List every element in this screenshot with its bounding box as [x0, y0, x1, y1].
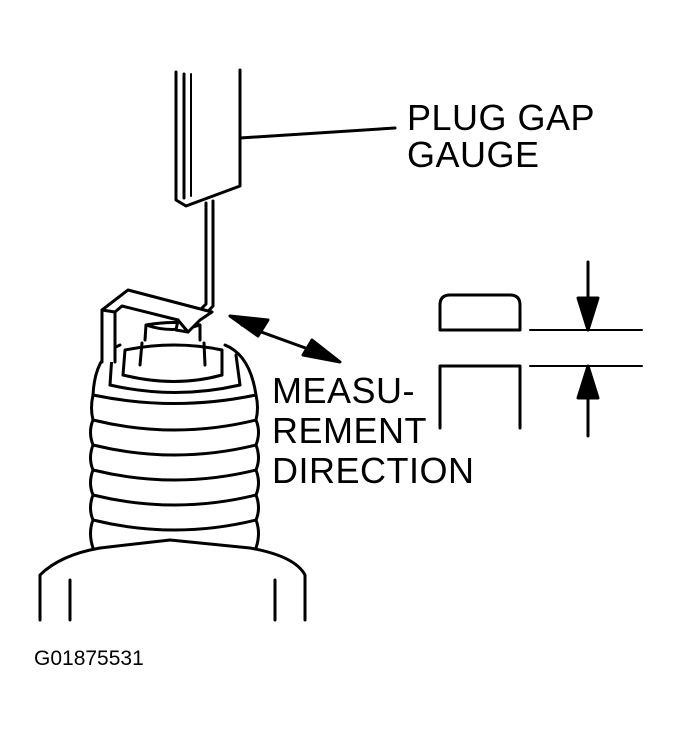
- plug-gap-gauge: [174, 68, 242, 322]
- measurement-direction-arrow: [228, 314, 342, 364]
- measurement-label-line1: MEASU-: [272, 370, 416, 411]
- gauge-label-line1: PLUG GAP: [407, 97, 596, 138]
- gauge-leader-line: [238, 126, 397, 140]
- figure-id: G01875531: [34, 647, 144, 670]
- spark-plug: [38, 321, 307, 622]
- measurement-label-line3: DIRECTION: [272, 450, 475, 491]
- measurement-label-line2: REMENT: [272, 410, 427, 451]
- ground-electrode: [100, 288, 214, 364]
- gauge-label-line2: GAUGE: [407, 134, 540, 175]
- gap-detail-inset: [438, 260, 643, 438]
